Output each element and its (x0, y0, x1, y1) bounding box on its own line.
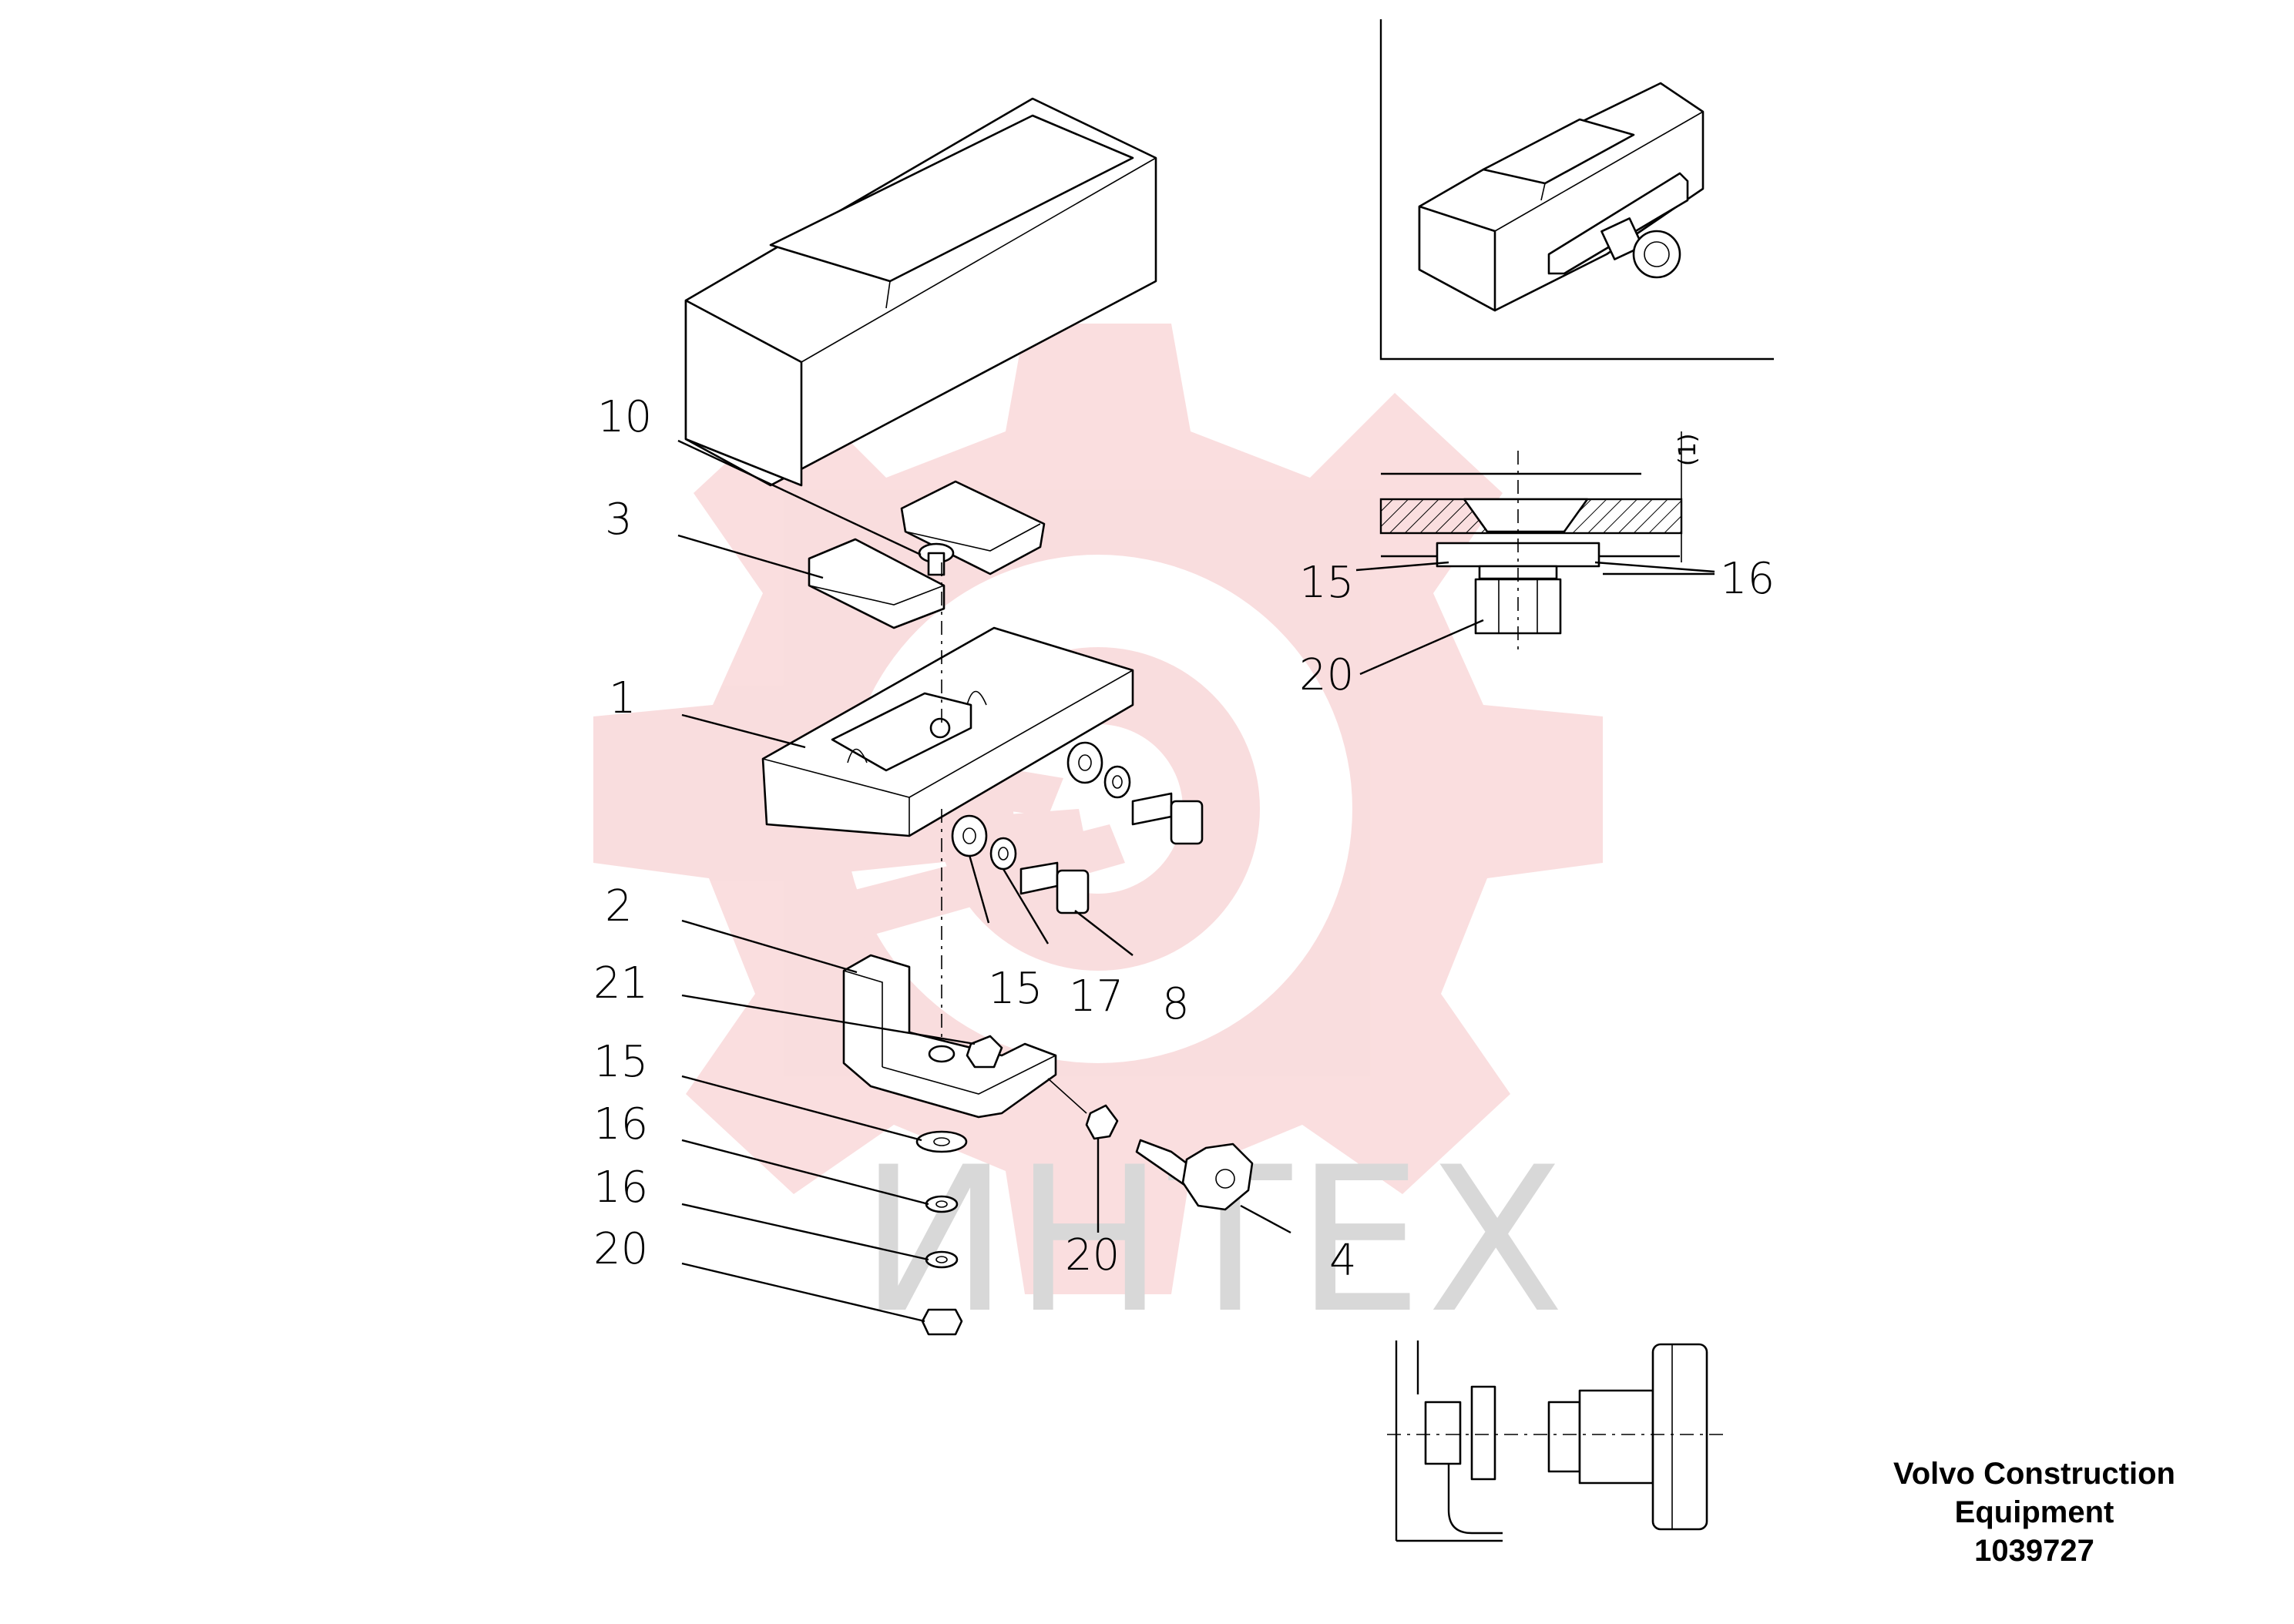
dimension-label: (1) (1674, 434, 1701, 467)
callout-15: 15 (593, 1037, 648, 1087)
callout-10: 10 (597, 392, 652, 442)
callout-16b: 16 (593, 1163, 648, 1213)
section-callout-15: 15 (1299, 558, 1354, 608)
knob-icon (1181, 1143, 1254, 1211)
callout-16a: 16 (593, 1099, 648, 1149)
battery-box (684, 97, 1157, 487)
section-view: (1) (1379, 431, 1701, 655)
nut-20 (921, 1308, 963, 1336)
callout-1: 1 (609, 673, 636, 723)
assembled-view-inset (1379, 19, 1774, 361)
section-callout-20: 20 (1299, 650, 1354, 700)
bracket-part-1 (761, 626, 1134, 837)
callout-15-bolt: 15 (988, 964, 1043, 1014)
caption-company-line2: Equipment (1954, 1495, 2114, 1529)
section-callout-16: 16 (1720, 554, 1775, 604)
callout-21: 21 (593, 958, 648, 1008)
caption-part-number: 1039727 (1974, 1534, 2094, 1568)
washer-15 (915, 1130, 968, 1153)
caption-block: Volvo Construction Equipment 1039727 (1849, 1455, 2219, 1570)
callout-20: 20 (593, 1224, 648, 1274)
callout-17: 17 (1069, 971, 1123, 1022)
leader-lines (677, 439, 1291, 1323)
bracket-part-2 (842, 954, 1057, 1119)
knob-side-view (1387, 1340, 1726, 1542)
callout-2: 2 (605, 881, 633, 931)
callout-4: 4 (1329, 1236, 1357, 1286)
caption-company: Volvo Construction (1893, 1457, 2175, 1491)
washer-16b (925, 1250, 959, 1269)
washer-16a (925, 1195, 959, 1213)
callout-20-knob: 20 (1065, 1230, 1120, 1280)
callout-3: 3 (605, 495, 633, 545)
callout-8: 8 (1162, 979, 1190, 1029)
